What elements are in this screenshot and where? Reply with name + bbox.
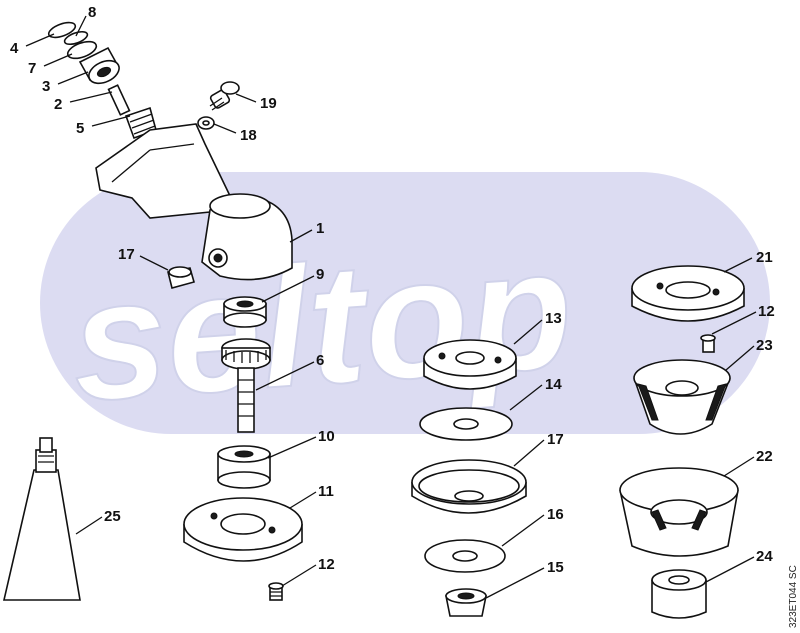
callout-22: 22 bbox=[756, 448, 773, 465]
callout-24: 24 bbox=[756, 548, 773, 565]
callout-19: 18 bbox=[240, 127, 257, 144]
part-6-gear-shaft bbox=[221, 338, 271, 433]
callout-15: 15 bbox=[547, 559, 564, 576]
callout-21: 21 bbox=[756, 249, 773, 266]
part-1-gear-housing bbox=[95, 123, 293, 281]
part-3-bearing bbox=[78, 46, 120, 85]
callout-7: 7 bbox=[28, 60, 36, 77]
callout-2: 2 bbox=[54, 96, 62, 113]
part-17-protective-cup bbox=[411, 459, 527, 514]
leader-lines bbox=[25, 15, 757, 599]
callout-12-upper: 12 bbox=[758, 303, 775, 320]
watermark-text: seltop bbox=[66, 213, 579, 437]
callout-20: 19 bbox=[260, 95, 277, 112]
part-12-screw-lower bbox=[268, 582, 284, 601]
callout-1: 1 bbox=[316, 220, 324, 237]
part-25-grease-tube bbox=[2, 437, 81, 601]
part-20-screw bbox=[209, 81, 240, 111]
callout-9: 9 bbox=[316, 266, 324, 283]
callout-18: 17 bbox=[118, 246, 135, 263]
callout-12-lower: 12 bbox=[318, 556, 335, 573]
callout-11: 11 bbox=[318, 483, 334, 500]
callout-5: 5 bbox=[76, 120, 84, 137]
callout-23: 23 bbox=[756, 337, 773, 354]
callout-10: 10 bbox=[318, 428, 335, 445]
callout-4: 4 bbox=[10, 40, 19, 57]
part-18-plug-screw bbox=[167, 266, 195, 289]
callout-16: 16 bbox=[547, 506, 564, 523]
part-14-disc bbox=[419, 407, 513, 441]
part-13-thrust-washer bbox=[423, 339, 517, 390]
part-11-thrust-plate bbox=[183, 497, 303, 562]
part-15-nut bbox=[445, 588, 487, 617]
part-19-washer bbox=[197, 116, 215, 130]
callout-6: 6 bbox=[316, 352, 324, 369]
callout-8: 8 bbox=[88, 4, 96, 21]
part-4-circlip bbox=[47, 21, 77, 39]
part-21-mowing-head-cover bbox=[631, 265, 745, 322]
part-23-spool-housing bbox=[633, 359, 731, 435]
callout-14: 14 bbox=[545, 376, 562, 393]
drawing-code: 323ET044 SC bbox=[788, 565, 799, 628]
part-10-bearing bbox=[217, 445, 271, 489]
callout-13: 13 bbox=[545, 310, 562, 327]
callout-17: 17 bbox=[547, 431, 564, 448]
part-9-bearing bbox=[223, 296, 267, 328]
callout-25: 25 bbox=[104, 508, 121, 525]
part-12-screw-upper bbox=[700, 334, 716, 353]
part-8-shim bbox=[63, 30, 89, 46]
callout-3: 3 bbox=[42, 78, 50, 95]
part-2-shaft bbox=[107, 84, 131, 116]
part-16-washer bbox=[424, 539, 506, 573]
part-24-sleeve bbox=[651, 569, 707, 619]
part-22-cup bbox=[619, 467, 739, 557]
